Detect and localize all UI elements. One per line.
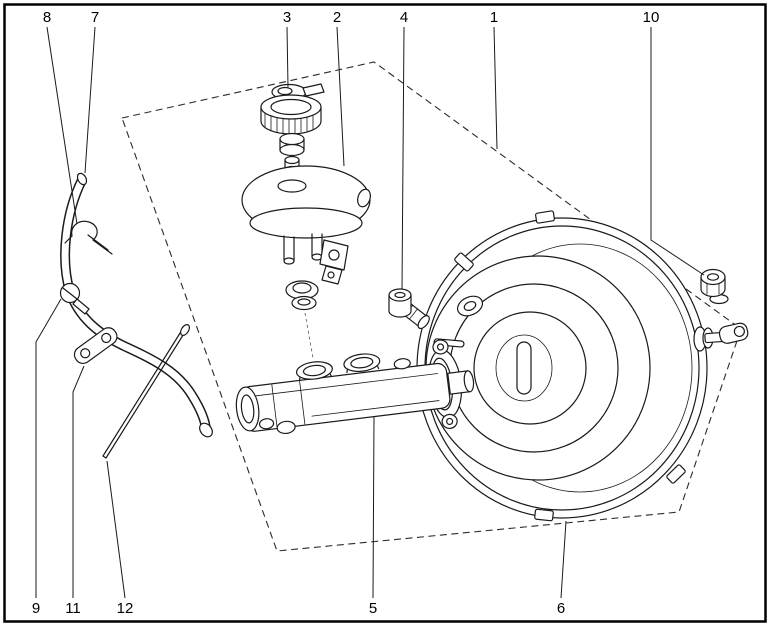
pin-drawing	[102, 324, 190, 459]
callout-label-7: 7	[91, 9, 99, 26]
callout-leader-10	[650, 27, 705, 276]
callout-label-8: 8	[43, 9, 51, 26]
brake-booster-drawing	[416, 210, 749, 522]
callout-label-4: 4	[400, 9, 408, 26]
callout-leader-2	[336, 26, 345, 167]
union-fitting-drawing	[388, 288, 430, 330]
assembly-boundary-dashed	[121, 61, 742, 552]
callout-leader-11	[72, 365, 85, 598]
callout-label-10: 10	[643, 9, 660, 26]
callout-label-5: 5	[369, 600, 377, 617]
callout-leader-3	[286, 26, 289, 88]
callout-leader-1	[493, 26, 498, 150]
callout-leader-4	[401, 26, 405, 290]
callout-label-1: 1	[490, 9, 498, 26]
reservoir-seals	[285, 280, 319, 359]
callout-label-12: 12	[117, 600, 134, 617]
fluid-reservoir-drawing	[241, 165, 371, 359]
callout-label-6: 6	[557, 600, 565, 617]
callout-leader-6	[560, 520, 567, 599]
callout-leader-7	[84, 26, 96, 174]
figure-border	[3, 3, 767, 623]
check-valve-grommet	[456, 295, 484, 317]
reservoir-cap-drawing	[260, 83, 325, 187]
callout-leaders	[35, 26, 705, 599]
bracket-drawing	[73, 327, 118, 365]
callout-label-9: 9	[32, 600, 40, 617]
master-cylinder-drawing	[235, 339, 475, 435]
callout-leader-5	[372, 415, 375, 599]
callout-label-2: 2	[333, 9, 341, 26]
pushrod-clevis	[693, 322, 749, 352]
callout-label-11: 11	[65, 600, 81, 617]
callout-leader-9	[35, 298, 62, 598]
clamp-clip-drawing	[59, 282, 90, 315]
retaining-clip-drawing	[64, 220, 113, 255]
callout-leader-8	[46, 26, 78, 225]
callout-label-3: 3	[283, 9, 291, 26]
callout-labels: 8 7 3 2 4 1 10 9 11 12 5 6	[32, 9, 660, 617]
nut-drawing	[700, 268, 729, 305]
vacuum-hose-drawing	[60, 172, 213, 438]
callout-leader-12	[106, 460, 126, 599]
